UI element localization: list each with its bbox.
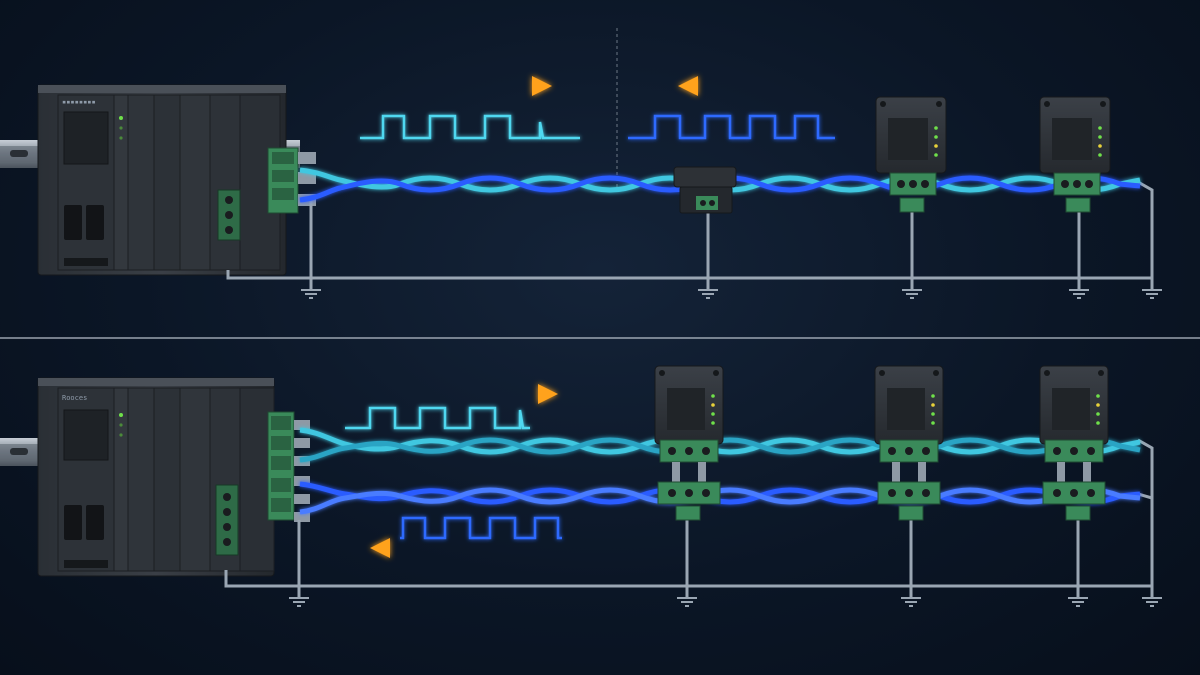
ground-symbol-icon xyxy=(301,289,321,299)
ground-symbol-icon xyxy=(289,597,309,607)
square-wave-icon xyxy=(345,406,530,430)
ground-symbol-icon xyxy=(902,289,922,299)
plc-controller-icon: Rooces xyxy=(37,377,310,577)
ground-symbol-icon xyxy=(1069,289,1089,299)
field-device-icon xyxy=(874,365,944,521)
square-wave-icon xyxy=(400,516,562,540)
field-device-icon xyxy=(1039,365,1109,521)
field-device-icon xyxy=(1039,96,1111,213)
ground-symbol-icon xyxy=(698,289,718,299)
ground-symbol-icon xyxy=(677,597,697,607)
ground-rail xyxy=(224,438,1154,598)
field-device-icon xyxy=(875,96,947,213)
junction-box xyxy=(673,166,737,214)
bottom-panel: Rooces xyxy=(0,365,1162,607)
ground-symbol-icon xyxy=(1068,597,1088,607)
controller-model-label: Rooces xyxy=(62,394,87,402)
direction-arrow-icon xyxy=(370,538,540,558)
ground-symbol-icon xyxy=(1142,597,1162,607)
plc-controller-icon: ▪▪▪▪▪▪▪▪ xyxy=(37,84,316,276)
top-panel: ▪▪▪▪▪▪▪▪ xyxy=(0,28,1162,299)
square-wave-icon xyxy=(628,114,835,140)
square-wave-icon xyxy=(360,114,580,140)
direction-arrow-icon xyxy=(678,76,835,96)
direction-arrow-icon xyxy=(400,76,552,96)
direction-arrow-icon xyxy=(370,384,558,404)
controller-model-label: ▪▪▪▪▪▪▪▪ xyxy=(62,98,96,106)
ground-symbol-icon xyxy=(901,597,921,607)
field-device-icon xyxy=(654,365,724,521)
ground-symbol-icon xyxy=(1142,289,1162,299)
